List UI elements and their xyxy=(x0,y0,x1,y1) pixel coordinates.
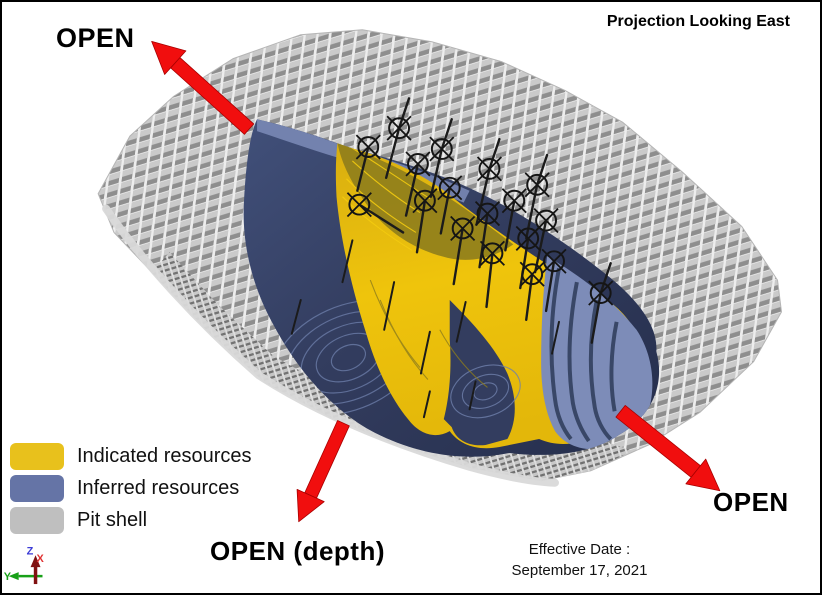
drill-segments-deep xyxy=(290,239,560,419)
legend-item-indicated: Indicated resources xyxy=(10,440,252,472)
inferred-stepped-cap xyxy=(541,256,653,450)
legend-swatch-pit-shell xyxy=(10,506,64,534)
arrow-open-top-left xyxy=(151,41,255,135)
inferred-wedge xyxy=(443,299,515,446)
legend-label-pit-shell: Pit shell xyxy=(77,508,148,531)
legend-item-inferred: Inferred resources xyxy=(10,472,252,504)
effective-date-line1: Effective Date : xyxy=(528,541,631,558)
effective-date-line2: September 17, 2021 xyxy=(511,562,648,579)
open-arrows xyxy=(151,41,721,523)
axis-x-label: X xyxy=(37,553,45,565)
axis-z-label: Z xyxy=(27,545,34,557)
wedge-contours xyxy=(450,364,521,419)
legend-label-inferred: Inferred resources xyxy=(77,476,240,499)
axis-y-arrow xyxy=(8,572,19,581)
legend-swatch-indicated xyxy=(10,442,64,470)
open-annotation-depth: OPEN (depth) xyxy=(210,536,385,566)
arrow-open-depth xyxy=(296,420,350,523)
legend-item-pit-shell: Pit shell xyxy=(10,504,252,536)
open-annotation-top-left: OPEN xyxy=(56,23,135,53)
stepped-cap-seams xyxy=(549,267,619,443)
effective-date: Effective Date : September 17, 2021 xyxy=(472,539,687,581)
projection-note: Projection Looking East xyxy=(606,13,790,30)
axis-y-label: Y xyxy=(4,571,12,583)
open-annotation-bottom-right: OPEN xyxy=(713,487,789,517)
axis-triad: Z X Y xyxy=(4,545,45,585)
arrow-open-bottom-right xyxy=(615,405,721,492)
axis-z-arrow xyxy=(30,555,41,568)
legend-swatch-inferred xyxy=(10,474,64,502)
legend-label-indicated: Indicated resources xyxy=(77,444,252,467)
legend: Indicated resources Inferred resources P… xyxy=(10,440,252,536)
indicated-contours-bright xyxy=(342,146,431,251)
pit-rim-highlight xyxy=(102,204,559,487)
